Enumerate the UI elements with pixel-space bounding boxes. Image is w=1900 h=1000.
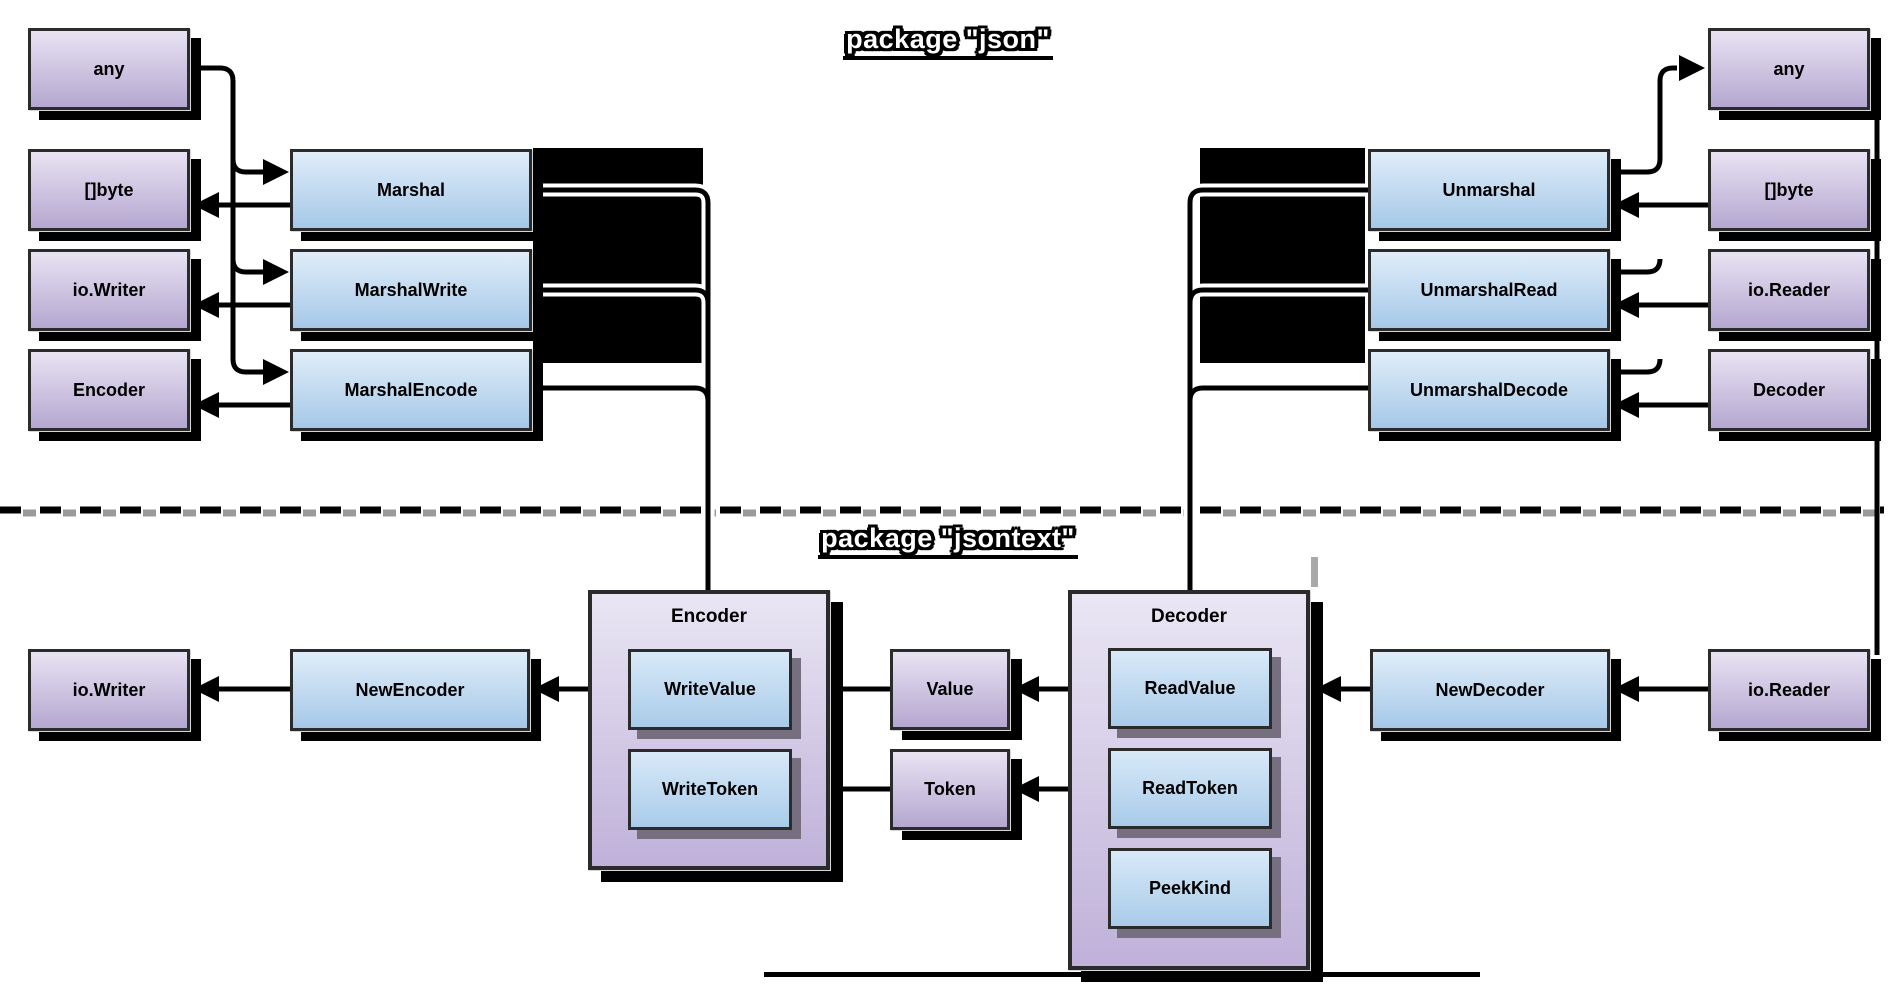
type-box-io-reader-top: io.Reader (1708, 249, 1870, 331)
converge-lines-to-encoder (532, 187, 711, 590)
method-box-writetoken: WriteToken (628, 749, 792, 830)
arrowhead-into-value (1013, 676, 1039, 702)
return-arrows-left (193, 192, 290, 418)
type-box-encoder-top: Encoder (28, 349, 190, 431)
func-box-unmarshal: Unmarshal (1368, 149, 1610, 231)
type-box-decoder-top: Decoder (1708, 349, 1870, 431)
type-box-byteslice-right: []byte (1708, 149, 1870, 231)
arrowhead-into-byte-slice (193, 192, 219, 218)
type-box-byteslice-left: []byte (28, 149, 190, 231)
func-box-unmarshalread: UnmarshalRead (1368, 249, 1610, 331)
type-box-any-left: any (28, 28, 190, 110)
arrowhead-into-io-writer-bottom (193, 676, 219, 702)
package-jsontext-title: package "jsontext" (785, 523, 1111, 559)
converge-lines-to-decoder (1187, 187, 1368, 590)
separator-dashed-line (0, 506, 1884, 517)
arrowhead-into-decoder-container (1315, 676, 1341, 702)
type-box-any-right: any (1708, 28, 1870, 110)
encoder-container-title: Encoder (670, 606, 748, 627)
method-box-readtoken: ReadToken (1108, 748, 1272, 829)
fan-in-unmarshal-to-any (1610, 55, 1705, 375)
func-box-unmarshaldecode: UnmarshalDecode (1368, 349, 1610, 431)
redacted-block-left (533, 148, 703, 363)
method-box-readvalue: ReadValue (1108, 648, 1272, 729)
package-json-title: package "json" (787, 24, 1109, 60)
arrowhead-into-unmarshal (1613, 192, 1639, 218)
func-box-marshal: Marshal (290, 149, 532, 231)
decoder-container-title: Decoder (1150, 606, 1228, 627)
arrowhead-into-unmarshalread (1613, 292, 1639, 318)
arrowhead-into-any-right (1679, 55, 1705, 81)
method-box-peekkind: PeekKind (1108, 848, 1272, 929)
func-box-newencoder: NewEncoder (290, 649, 530, 731)
arrowhead-into-unmarshaldecode (1613, 392, 1639, 418)
type-box-value: Value (890, 649, 1010, 730)
return-arrows-right (1613, 192, 1708, 418)
method-box-writevalue: WriteValue (628, 649, 792, 730)
func-box-marshalwrite: MarshalWrite (290, 249, 532, 331)
arrowhead-into-newdecoder (1613, 676, 1639, 702)
type-box-token: Token (890, 749, 1010, 830)
arrowhead-into-marshalencode (263, 359, 289, 385)
arrowhead-into-marshalwrite (263, 259, 289, 285)
bottom-underline (764, 972, 1480, 977)
type-box-io-reader-bottom: io.Reader (1708, 649, 1870, 731)
arrowhead-into-token (1013, 776, 1039, 802)
func-box-newdecoder: NewDecoder (1370, 649, 1610, 731)
redacted-block-right (1200, 148, 1365, 363)
arrowhead-into-newencoder (533, 676, 559, 702)
arrowhead-into-marshal (263, 159, 289, 185)
type-box-io-writer-bottom: io.Writer (28, 649, 190, 731)
gray-line-shadow-artifact (1311, 557, 1318, 587)
arrowhead-into-encoder-type (193, 392, 219, 418)
fan-out-any-to-marshal (190, 65, 289, 385)
arrowhead-into-io-writer (193, 292, 219, 318)
func-box-marshalencode: MarshalEncode (290, 349, 532, 431)
type-box-io-writer-top: io.Writer (28, 249, 190, 331)
